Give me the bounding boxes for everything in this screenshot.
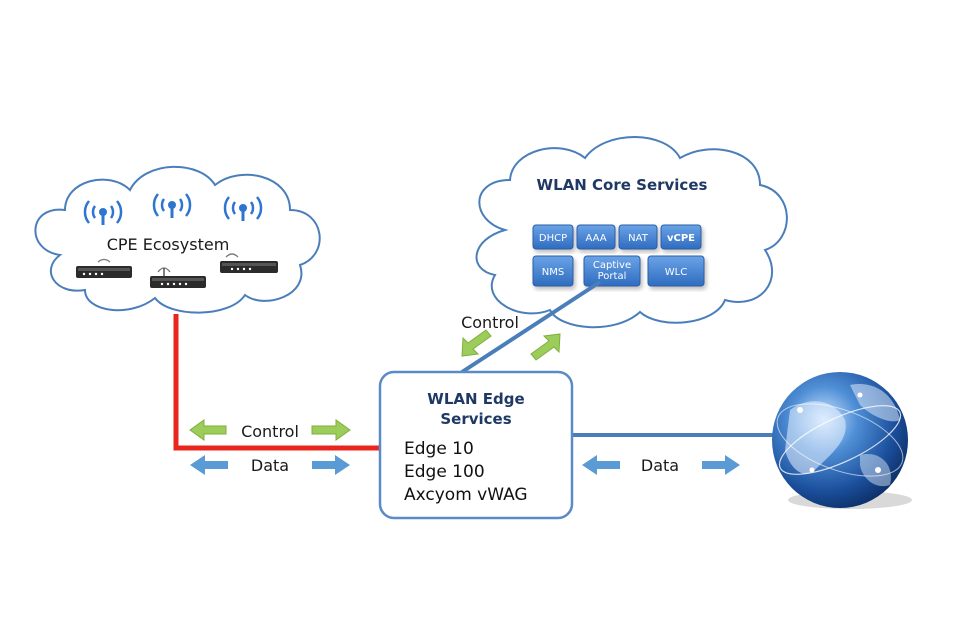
globe-icon xyxy=(772,372,912,509)
router-icon xyxy=(76,258,132,278)
svg-text:vCPE: vCPE xyxy=(667,233,695,244)
control-arrow-left xyxy=(189,419,227,441)
core-control-arrow-up xyxy=(530,333,561,361)
cpe-link-line xyxy=(173,314,380,451)
service-wlc: WLC xyxy=(647,255,705,287)
edge-item: Edge 100 xyxy=(404,462,485,482)
internet-data-arrow-right xyxy=(702,455,740,475)
edge-item: Axcyom vWAG xyxy=(404,485,528,505)
wifi-icon xyxy=(83,200,123,225)
control-arrow-right xyxy=(311,419,351,441)
core-control-label: Control xyxy=(461,313,519,332)
data-arrow-right xyxy=(312,455,350,475)
core-control-arrow-down xyxy=(461,329,492,357)
core-title: WLAN Core Services xyxy=(537,176,708,194)
wifi-icon xyxy=(223,196,263,221)
svg-text:DHCP: DHCP xyxy=(539,233,567,244)
data-arrow-left xyxy=(190,455,228,475)
svg-text:NAT: NAT xyxy=(628,233,649,244)
service-vcpe: vCPE xyxy=(660,224,702,250)
cpe-cloud: CPE Ecosystem xyxy=(34,165,321,314)
router-icon xyxy=(150,267,206,288)
svg-text:WLC: WLC xyxy=(665,267,687,278)
internet-data-arrow-left xyxy=(582,455,620,475)
internet-data-label: Data xyxy=(641,456,679,475)
cpe-data-label: Data xyxy=(251,456,289,475)
core-link-line xyxy=(460,280,602,374)
service-aaa: AAA xyxy=(576,224,616,250)
cpe-control-label: Control xyxy=(241,422,299,441)
svg-text:NMS: NMS xyxy=(542,267,564,278)
edge-title-line2: Services xyxy=(440,410,511,428)
service-nat: NAT xyxy=(618,224,658,250)
router-icon xyxy=(220,253,278,273)
cpe-ecosystem-label: CPE Ecosystem xyxy=(107,235,230,254)
service-dhcp: DHCP xyxy=(532,224,574,250)
wifi-icon xyxy=(152,193,192,218)
edge-title-line1: WLAN Edge xyxy=(427,390,524,408)
edge-item: Edge 10 xyxy=(404,439,474,459)
edge-box: WLAN Edge Services Edge 10 Edge 100 Axcy… xyxy=(378,370,574,520)
svg-text:AAA: AAA xyxy=(585,233,606,244)
service-nms: NMS xyxy=(532,255,574,287)
core-cloud: WLAN Core Services DHCP AAA NAT vCPE NMS… xyxy=(475,136,788,329)
edge-box-frame xyxy=(378,370,574,520)
